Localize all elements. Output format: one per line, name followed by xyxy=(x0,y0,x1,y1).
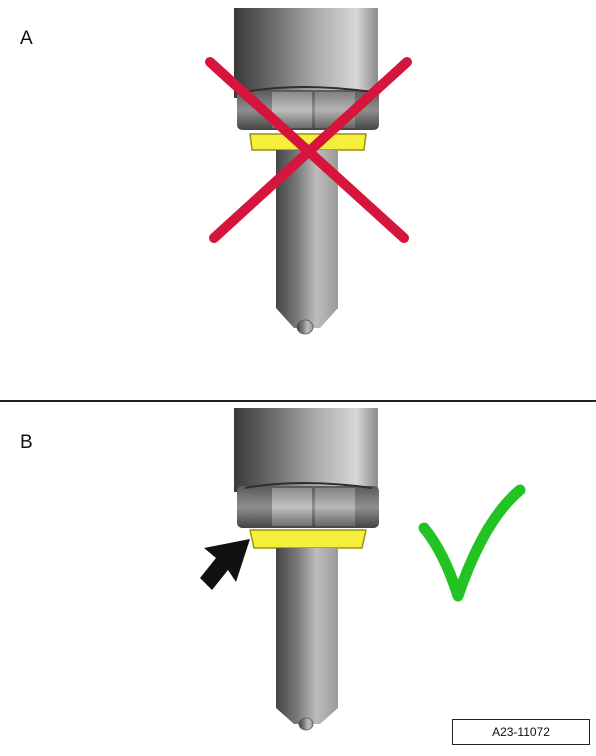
nozzle-taper xyxy=(276,308,338,328)
panel-a xyxy=(205,8,412,335)
nozzle-shaft xyxy=(276,548,338,708)
panel-label-b: B xyxy=(20,432,33,453)
nozzle-taper xyxy=(276,708,338,724)
cross-mark-icon xyxy=(205,57,412,243)
injector-body xyxy=(234,8,378,98)
injector-body xyxy=(234,408,378,492)
check-mark-icon xyxy=(418,484,526,602)
hex-nut xyxy=(237,482,379,528)
arrow-icon xyxy=(200,539,250,590)
sealing-washer xyxy=(249,529,367,549)
panel-b xyxy=(200,408,526,731)
nozzle-tip xyxy=(298,717,314,731)
figure-id-label: A23-11072 xyxy=(452,719,590,745)
panel-label-a: A xyxy=(20,28,33,49)
nozzle-tip xyxy=(296,319,314,335)
